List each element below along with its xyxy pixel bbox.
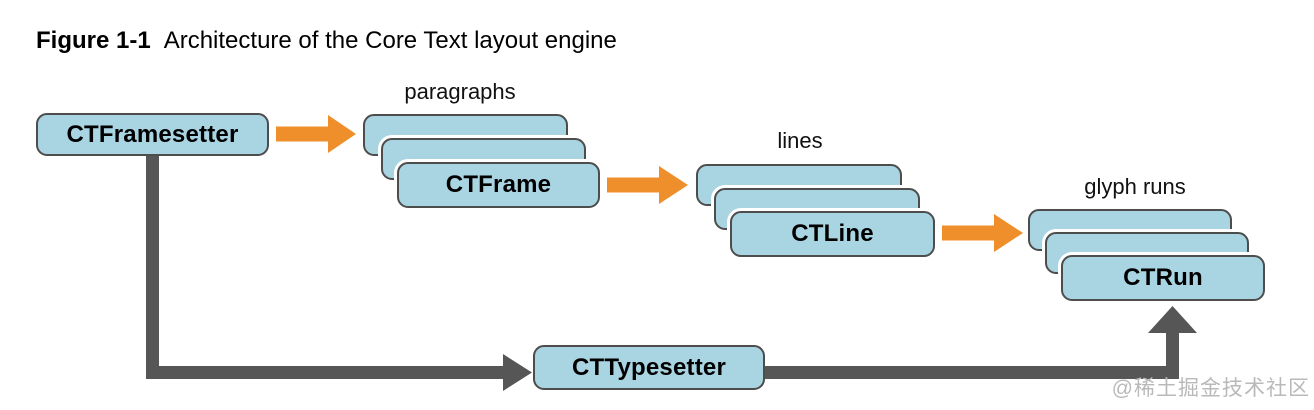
figure-title: Figure 1-1 Architecture of the Core Text …	[36, 27, 617, 55]
stack-label-glyph-runs: glyph runs	[1084, 174, 1186, 199]
node-ctframe: CTFrame	[397, 162, 600, 208]
node-ctrun: CTRun	[1061, 255, 1265, 301]
connector-framesetter-to-typesetter	[146, 152, 503, 379]
arrow-line-to-run-icon	[942, 214, 1023, 252]
node-ctline: CTLine	[730, 211, 935, 257]
arrowhead-into-run-icon	[1148, 306, 1197, 333]
arrowhead-into-typesetter-icon	[503, 354, 532, 391]
connector-typesetter-to-run	[764, 330, 1179, 379]
figure-label: Figure 1-1	[36, 27, 151, 54]
figure-caption: Architecture of the Core Text layout eng…	[163, 27, 617, 54]
stack-label-paragraphs: paragraphs	[404, 79, 516, 104]
arrow-frame-to-line-icon	[607, 166, 688, 204]
node-ctframesetter: CTFramesetter	[36, 113, 269, 156]
node-cttypesetter: CTTypesetter	[533, 345, 765, 390]
arrow-framesetter-to-frame-icon	[276, 115, 356, 153]
stack-label-lines: lines	[777, 128, 823, 153]
watermark: @稀土掘金技术社区	[1111, 377, 1310, 400]
